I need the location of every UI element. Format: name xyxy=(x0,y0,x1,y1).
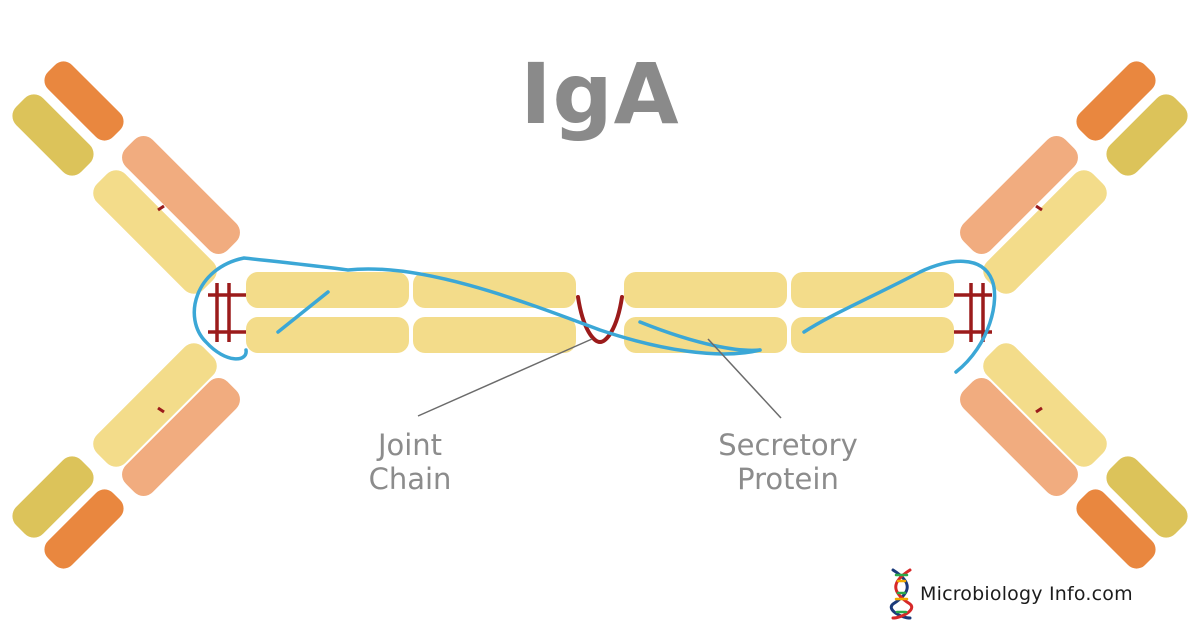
left-lower-fab-arm xyxy=(12,343,240,569)
right-upper-constant-heavy xyxy=(983,170,1107,294)
left-lower-constant-light xyxy=(122,378,240,496)
left-lower-variable-heavy xyxy=(12,456,94,538)
secretory-component xyxy=(192,256,997,374)
joint-chain-label-line-1: Joint xyxy=(377,428,443,462)
right-lower-constant-heavy xyxy=(983,343,1107,467)
secretory-protein-label: Secretory Protein xyxy=(688,428,888,496)
right-lower-constant-light xyxy=(960,378,1078,496)
left-lower-variable-light xyxy=(44,489,124,569)
joint-chain-label-line-2: Chain xyxy=(368,462,452,496)
secretory-protein-label-line-2: Protein xyxy=(737,462,839,496)
dna-icon xyxy=(889,568,914,620)
right-fc-upper-ch3 xyxy=(624,272,787,308)
right-upper-light-bond xyxy=(1035,204,1043,212)
left-upper-variable-light xyxy=(44,61,124,141)
right-fc-region xyxy=(624,272,954,353)
right-monomer xyxy=(624,61,1188,569)
brand-name: Microbiology Info.com xyxy=(920,583,1133,605)
right-upper-fab-arm xyxy=(960,61,1188,294)
right-lower-fab-arm xyxy=(960,343,1188,569)
right-upper-variable-light xyxy=(1076,61,1156,141)
right-fc-lower-ch3 xyxy=(624,317,787,353)
right-lower-light-bond xyxy=(1035,406,1043,414)
right-upper-constant-light xyxy=(960,136,1078,254)
right-upper-variable-heavy xyxy=(1106,94,1188,176)
secretory-protein-leader-line xyxy=(707,338,782,419)
left-upper-fab-arm xyxy=(12,61,240,294)
joint-chain-loop xyxy=(576,295,624,345)
left-upper-light-bond xyxy=(157,204,165,212)
secretory-protein-label-line-1: Secretory xyxy=(718,428,858,462)
left-hinge-disulfide-bonds xyxy=(208,283,246,342)
joint-chain-label: Joint Chain xyxy=(340,428,480,496)
secretory-component-strand xyxy=(192,256,762,361)
left-fc-lower-ch2 xyxy=(246,317,409,353)
left-lower-light-bond xyxy=(157,406,165,414)
left-fc-lower-ch3 xyxy=(413,317,576,353)
diagram-title: IgA xyxy=(520,45,680,143)
left-lower-constant-heavy xyxy=(93,343,217,467)
right-hinge-disulfide-bonds xyxy=(954,283,992,342)
right-lower-variable-heavy xyxy=(1106,456,1188,538)
left-fc-region xyxy=(246,272,576,353)
brand-logo: Microbiology Info.com xyxy=(888,568,1133,620)
left-upper-constant-light xyxy=(122,136,240,254)
right-fc-lower-ch2 xyxy=(791,317,954,353)
right-lower-variable-light xyxy=(1076,489,1156,569)
left-fc-upper-ch2 xyxy=(246,272,409,308)
left-upper-constant-heavy xyxy=(93,170,217,294)
joint-chain-leader-line xyxy=(417,338,593,417)
left-upper-variable-heavy xyxy=(12,94,94,176)
right-fc-upper-ch2 xyxy=(791,272,954,308)
